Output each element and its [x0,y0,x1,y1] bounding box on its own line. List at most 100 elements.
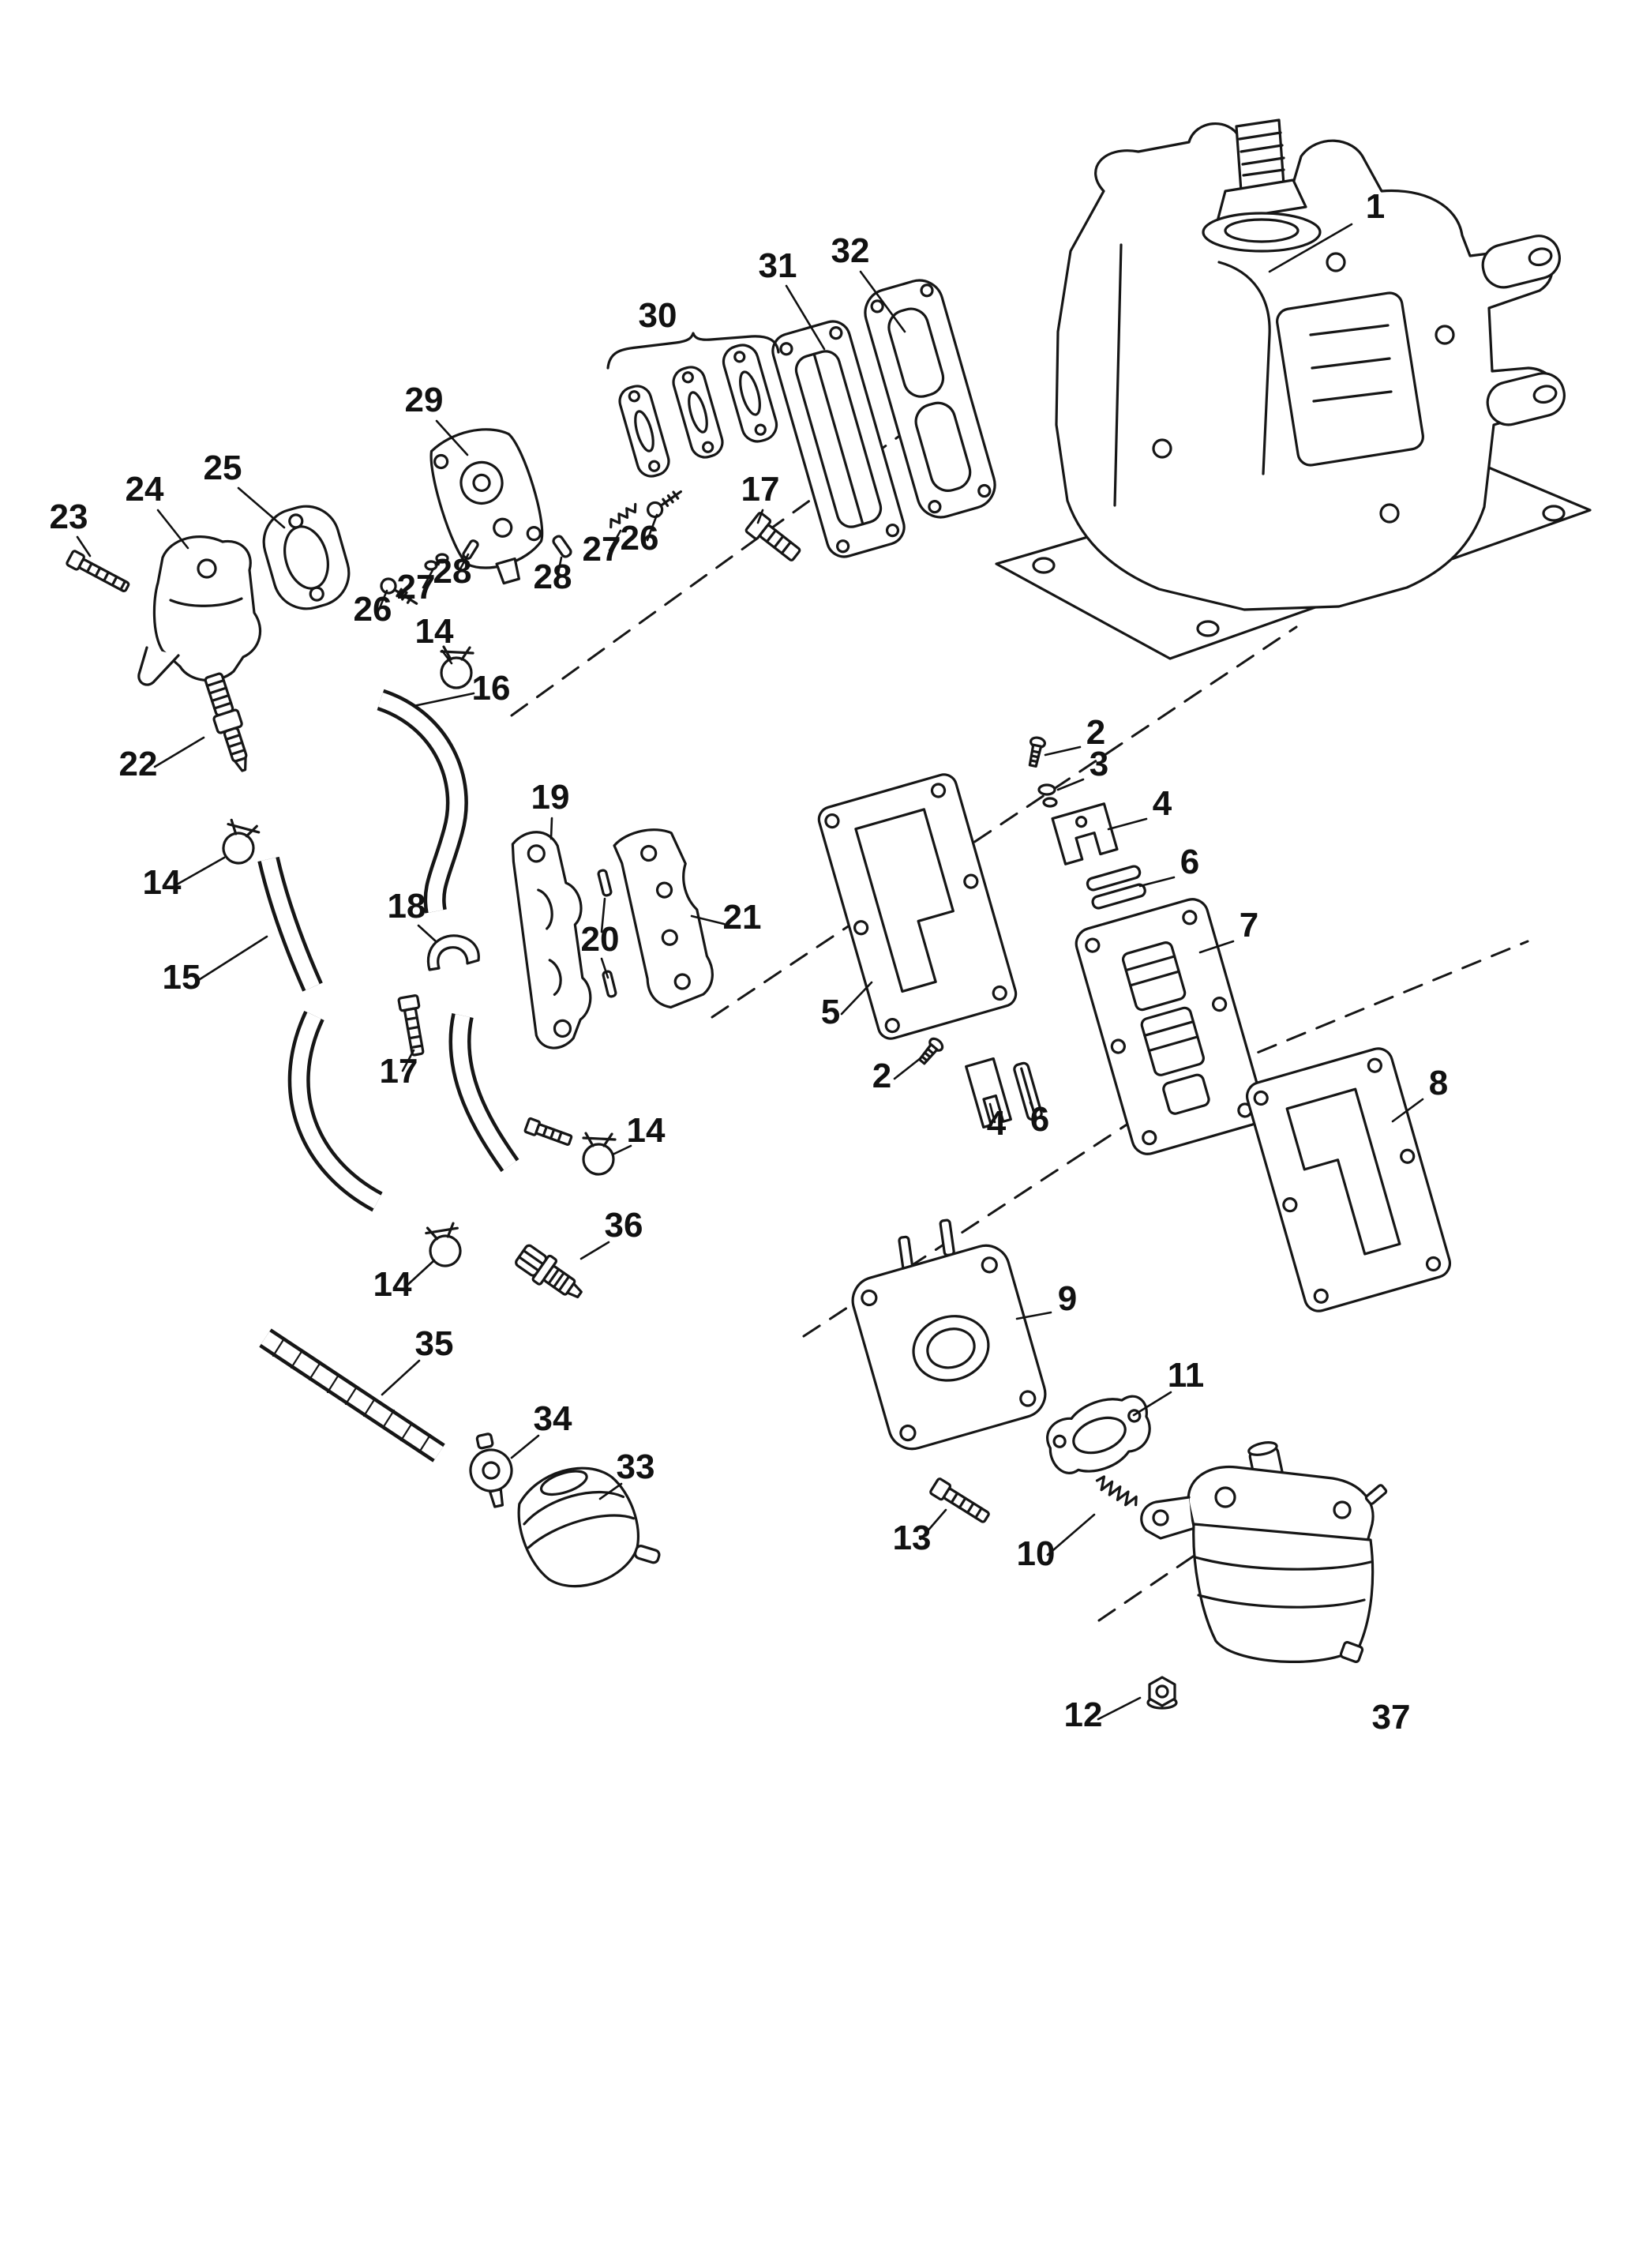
gasket-11 [1046,1395,1151,1474]
callout-leader-5 [840,981,873,1016]
callout-leader-9 [1015,1311,1052,1320]
callout-27: 27 [397,568,436,606]
plate-21 [613,828,714,1009]
callout-leader-8 [1391,1098,1424,1123]
callout-leader-4 [988,1102,996,1124]
bracket-4-lower [965,1057,1012,1129]
callout-11: 11 [1168,1356,1205,1395]
callout-26: 26 [354,590,392,629]
spring-10 [1095,1475,1138,1507]
callout-leader-28 [457,553,470,573]
intake-gasket-32 [864,279,996,519]
callout-3: 3 [1090,745,1108,783]
gasket-8 [1245,1047,1452,1312]
callout-6: 6 [1180,843,1199,881]
clamp-18 [426,934,480,971]
fuel-filter-33 [517,1466,661,1588]
callout-8: 8 [1429,1064,1448,1102]
hose-clamp-14-d [425,1222,462,1267]
callout-leader-26 [646,513,658,542]
pump-gasket-30b [672,366,724,459]
callout-17: 17 [380,1052,418,1091]
bolt-17-middle [397,994,425,1057]
callout-leader-35 [381,1359,421,1396]
callout-leader-11 [1132,1391,1172,1417]
callout-leader-14 [611,1144,632,1156]
gasket-25 [262,505,351,610]
fitting-22 [204,672,248,772]
callout-leader-6 [1138,876,1176,888]
washers-27-left [424,553,449,571]
bolt-13 [929,1478,990,1523]
callout-25: 25 [204,449,242,487]
hose-clamp-14-c [582,1132,617,1176]
callout-layer: 1323130292524231726272828272614162214191… [50,187,1449,1737]
callout-leader-4 [1107,817,1148,831]
callout-leader-24 [156,509,189,550]
pin-20-lower [602,970,617,998]
callout-leader-18 [417,924,437,943]
bracket-19 [511,831,592,1050]
callout-leader-1 [1268,223,1353,273]
bracket-range-30 [606,332,780,370]
engine-block [995,118,1592,660]
pump-gasket-30a [618,385,670,478]
callout-14: 14 [415,612,454,651]
callout-9: 9 [1058,1279,1077,1318]
reed-plate-31 [771,320,906,558]
callout-29: 29 [405,381,444,419]
callout-16: 16 [472,669,511,708]
callout-leader-10 [1046,1513,1096,1556]
callout-31: 31 [759,246,797,285]
callout-28: 28 [433,552,472,591]
callout-34: 34 [534,1399,572,1438]
sensor-36 [515,1244,583,1299]
callout-leader-33 [598,1482,623,1500]
crankshaft-stub [1202,118,1322,253]
callout-leader-27 [608,529,622,552]
callout-leader-6 [1029,1101,1038,1120]
callout-leader-20 [600,897,606,933]
callout-32: 32 [831,231,870,270]
callout-37: 37 [1372,1698,1411,1737]
callout-14: 14 [627,1111,666,1150]
callout-leader-13 [919,1508,947,1541]
bolt-23 [66,550,130,593]
hose-lower-left [287,1011,383,1212]
callout-leader-17 [401,1049,415,1072]
fuel-line-35 [259,1328,445,1463]
housing-24 [137,535,262,686]
callout-leader-23 [76,535,92,558]
callout-20: 20 [581,920,620,959]
screw-2-lower [918,1037,944,1065]
callout-19: 19 [531,778,570,817]
callout-leader-27 [422,569,434,589]
callout-leader-14 [175,856,226,886]
callout-leader-20 [600,957,609,979]
callout-leader-28 [556,556,563,579]
callout-14: 14 [373,1265,412,1304]
callout-leader-14 [441,649,453,665]
callout-leader-12 [1097,1696,1142,1721]
screw-26-left [380,577,418,605]
callout-leader-22 [153,736,205,768]
callout-2: 2 [1086,713,1105,752]
callout-leader-29 [435,419,469,456]
callout-27: 27 [583,530,621,569]
bolt-small [523,1117,573,1146]
callout-14: 14 [143,863,182,902]
plate-5 [817,773,1018,1040]
callout-leader-36 [579,1241,610,1260]
callout-leader-25 [237,486,286,529]
manifold-7 [1075,898,1266,1155]
callout-leader-31 [785,284,826,351]
callout-5: 5 [821,993,840,1031]
nut-12 [1146,1676,1178,1710]
callout-22: 22 [119,745,158,783]
callout-leader-2 [1044,745,1082,757]
callout-leader-32 [859,270,906,333]
callout-leader-3 [1056,778,1085,791]
carb-adapter-9 [851,1218,1047,1451]
